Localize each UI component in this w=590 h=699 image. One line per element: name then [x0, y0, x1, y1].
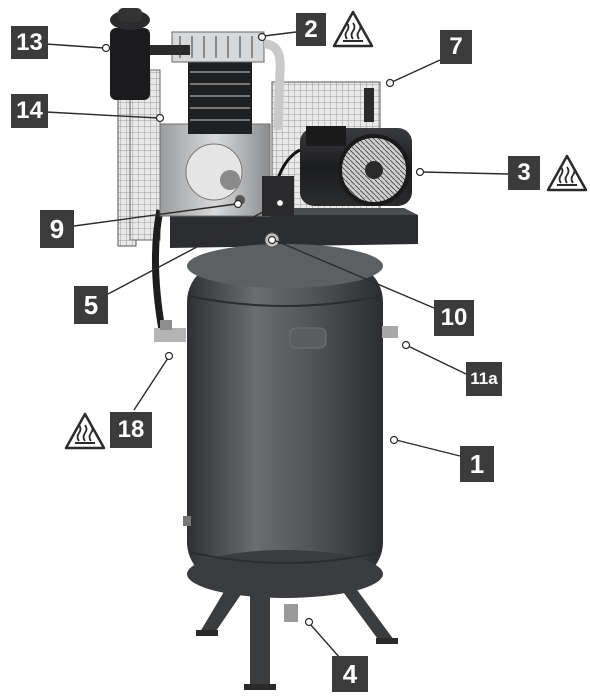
tank-logo	[289, 327, 327, 349]
callout-13: 13	[11, 26, 48, 59]
delivery-pipe	[263, 39, 285, 131]
delivery-hose	[151, 209, 166, 331]
callout-9: 9	[40, 210, 74, 248]
drain-valve	[284, 604, 298, 622]
leg-left	[200, 585, 244, 634]
air-filter	[110, 28, 150, 100]
callout-11a: 11a	[466, 362, 502, 396]
callout-18: 18	[110, 412, 152, 448]
callout-10: 10	[434, 300, 474, 336]
callout-14: 14	[11, 94, 48, 128]
hot-surface-warning-icon	[546, 154, 588, 192]
platform	[170, 215, 418, 248]
leader-lines	[45, 31, 509, 659]
callout-5: 5	[74, 286, 108, 324]
air-tank	[187, 262, 383, 582]
callout-3: 3	[508, 156, 540, 190]
safety-valve	[154, 328, 186, 342]
hot-surface-warning-icon	[64, 412, 106, 450]
callout-1: 1	[460, 446, 494, 482]
hot-surface-warning-icon	[332, 10, 374, 48]
callout-4: 4	[332, 656, 368, 692]
pressure-post	[364, 88, 374, 122]
callout-7: 7	[440, 30, 472, 64]
callout-2: 2	[296, 13, 326, 46]
leg-front	[250, 596, 270, 690]
leg-right	[338, 583, 394, 642]
tank-fitting	[382, 326, 398, 338]
